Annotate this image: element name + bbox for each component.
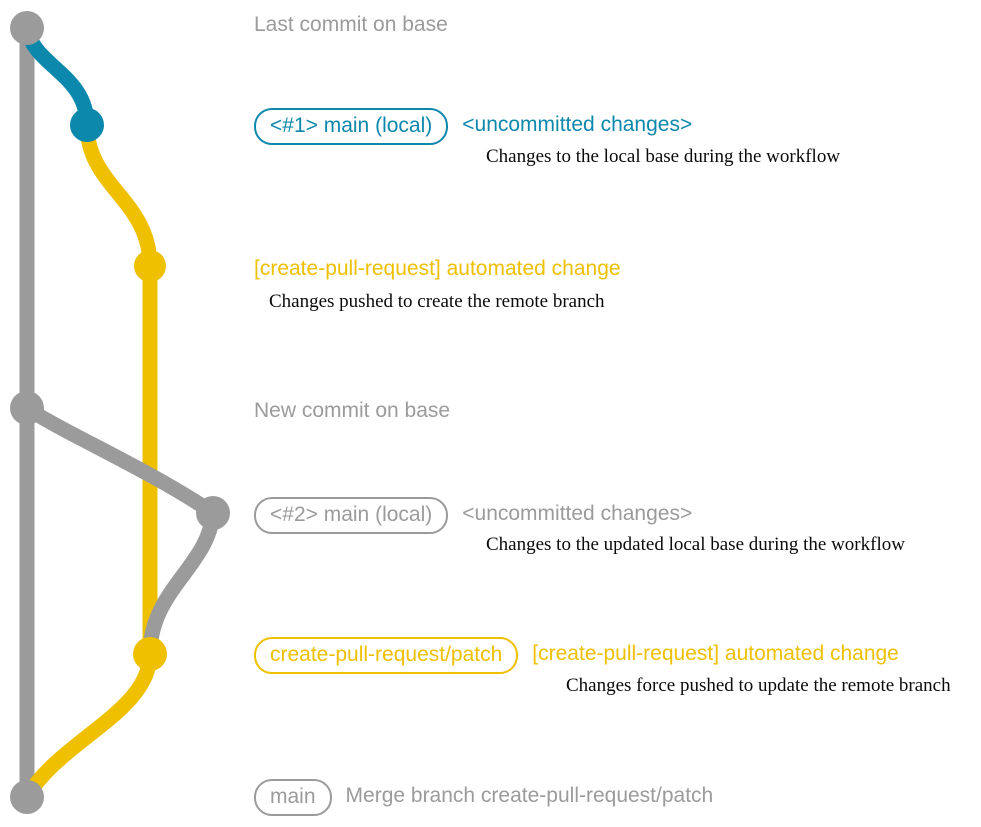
- commit-subject-base-2: New commit on base: [254, 399, 451, 422]
- ref-chip-create-pull-request-patch[interactable]: create-pull-request/patch: [254, 637, 519, 674]
- edge-patch2-to-base3: [19, 646, 158, 805]
- commit-subject-local-2: <uncommitted changes>: [462, 502, 693, 525]
- commit-row-patch-2: create-pull-request/patch [create-pull-r…: [254, 637, 899, 674]
- commit-node-local-1[interactable]: [70, 108, 104, 142]
- commit-subject-base-1: Last commit on base: [254, 13, 448, 36]
- commit-description-local-2: Changes to the updated local base during…: [486, 534, 905, 555]
- commit-row-local-2: <#2> main (local) <uncommitted changes>: [254, 497, 692, 534]
- ref-chip-main-local-1[interactable]: <#1> main (local): [254, 108, 449, 145]
- commit-node-local-2[interactable]: [196, 496, 230, 530]
- commit-row-patch-1: [create-pull-request] automated change: [254, 252, 621, 285]
- commit-subject-base-3: Merge branch create-pull-request/patch: [345, 784, 714, 807]
- ref-chip-main-local-2[interactable]: <#2> main (local): [254, 497, 449, 534]
- commit-node-patch-1[interactable]: [134, 250, 166, 282]
- edge-base2-to-local2: [19, 400, 221, 521]
- ref-chip-main[interactable]: main: [254, 779, 332, 816]
- commit-row-local-1: <#1> main (local) <uncommitted changes>: [254, 108, 692, 145]
- commit-node-patch-2[interactable]: [133, 637, 167, 671]
- commit-description-patch-2: Changes force pushed to update the remot…: [566, 675, 951, 696]
- commit-node-base-1[interactable]: [10, 11, 44, 45]
- commit-node-base-2[interactable]: [10, 391, 44, 425]
- commit-description-patch-1: Changes pushed to create the remote bran…: [269, 291, 605, 312]
- edge-local2-to-patch2: [142, 505, 221, 662]
- edge-local1-to-patch1: [79, 117, 158, 274]
- commit-node-base-3[interactable]: [10, 780, 44, 814]
- commit-subject-patch-1: [create-pull-request] automated change: [254, 257, 621, 280]
- commit-subject-local-1: <uncommitted changes>: [462, 113, 693, 136]
- commit-description-local-1: Changes to the local base during the wor…: [486, 146, 841, 167]
- commit-row-base-3: main Merge branch create-pull-request/pa…: [254, 779, 713, 816]
- commit-subject-patch-2: [create-pull-request] automated change: [532, 642, 899, 665]
